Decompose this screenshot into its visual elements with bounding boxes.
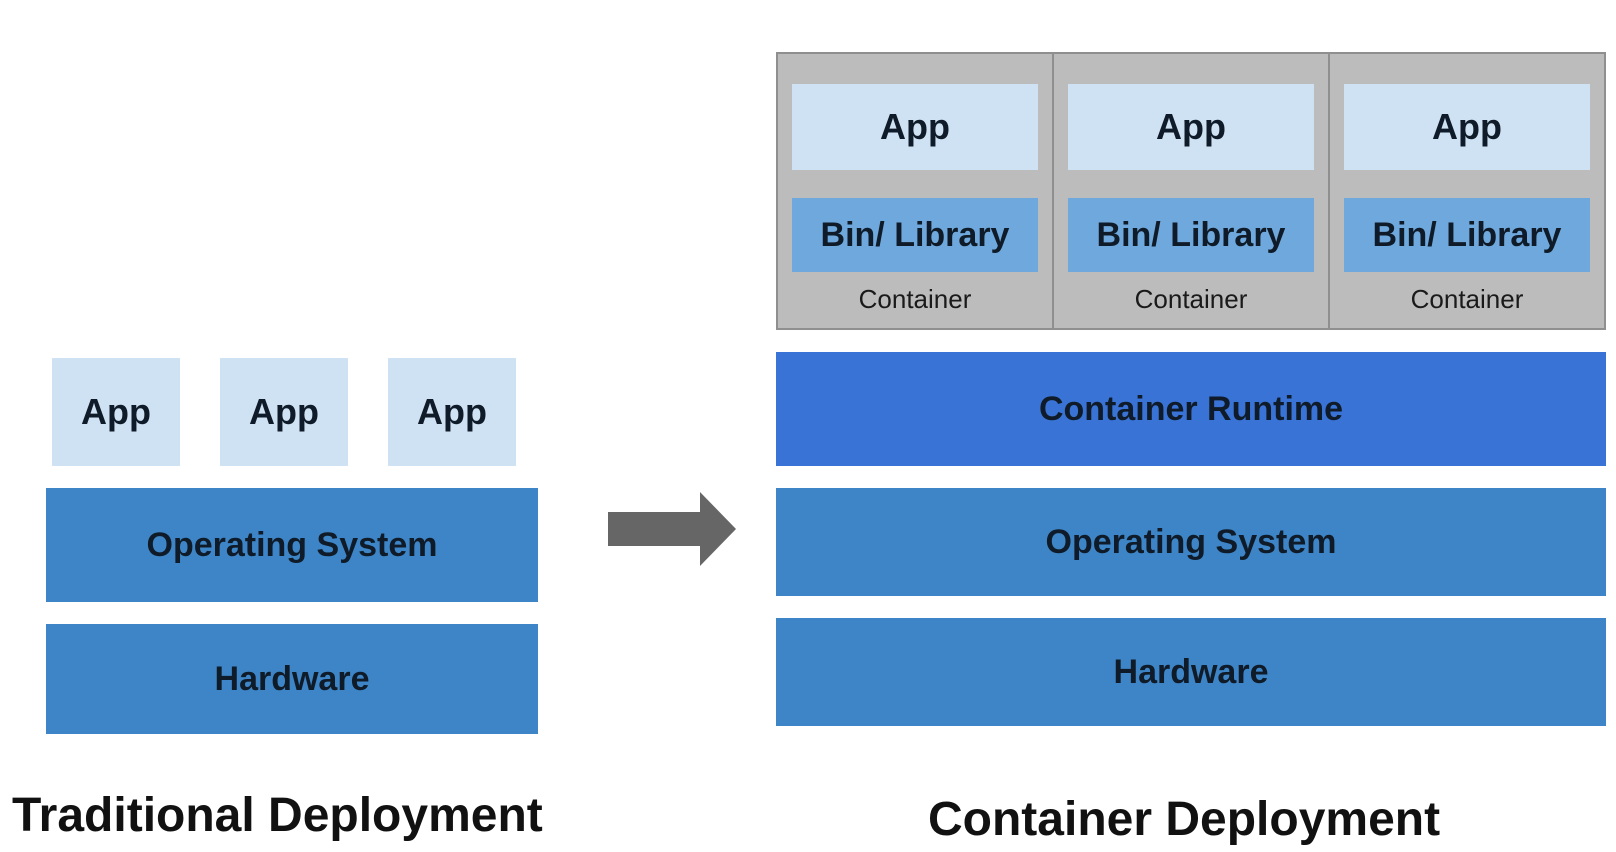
container-caption: Container Deployment [928, 793, 1441, 846]
traditional-hardware-layer: Hardware [46, 624, 538, 734]
container-cell-1: App Bin/ Library Container [776, 52, 1054, 330]
traditional-app-1: App [52, 358, 180, 466]
container-app-3: App [1344, 84, 1590, 170]
container-hardware-layer: Hardware [776, 618, 1606, 726]
traditional-os-layer: Operating System [46, 488, 538, 602]
bin-library-2: Bin/ Library [1068, 198, 1314, 272]
container-label-1: Container [858, 284, 972, 314]
container-app-2: App [1068, 84, 1314, 170]
container-app-1: App [792, 84, 1038, 170]
container-label-3: Container [1410, 284, 1524, 314]
container-os-layer: Operating System [776, 488, 1606, 596]
right-arrow-icon [608, 492, 736, 566]
traditional-app-3: App [388, 358, 516, 466]
container-cell-2: App Bin/ Library Container [1052, 52, 1330, 330]
traditional-caption: Traditional Deployment [12, 789, 543, 842]
traditional-app-2: App [220, 358, 348, 466]
bin-library-1: Bin/ Library [792, 198, 1038, 272]
container-label-2: Container [1134, 284, 1248, 314]
container-cell-3: App Bin/ Library Container [1328, 52, 1606, 330]
bin-library-3: Bin/ Library [1344, 198, 1590, 272]
container-runtime-layer: Container Runtime [776, 352, 1606, 466]
